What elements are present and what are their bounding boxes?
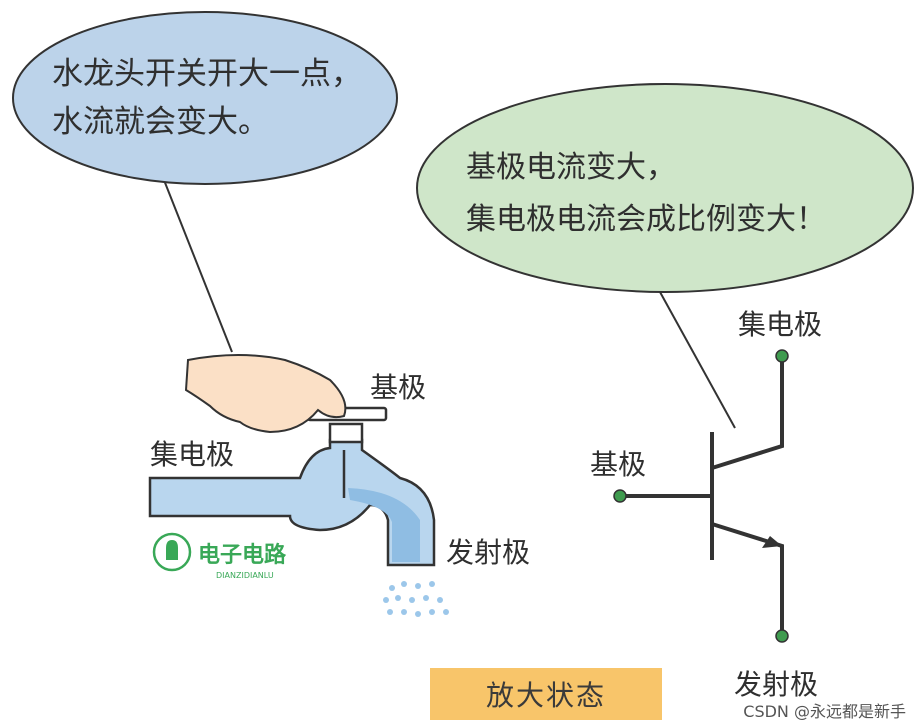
transistor-label-base: 基极	[590, 448, 646, 481]
logo-pinyin: DIANZIDIANLU	[216, 571, 274, 580]
transistor-symbol	[620, 356, 784, 636]
bubble-right-line2: 集电极电流会成比例变大！	[466, 202, 826, 237]
faucet-illustration: 基极 集电极 发射极	[148, 354, 530, 617]
transistor-label-emitter: 发射极	[734, 668, 818, 701]
bubble-right-pointer	[659, 291, 736, 429]
speech-bubble-left: 水龙头开关开大一点， 水流就会变大。	[12, 11, 398, 353]
watermark: CSDN @永远都是新手	[743, 702, 906, 721]
caption-text: 放大状态	[485, 679, 606, 712]
water-drops-icon	[383, 581, 449, 617]
water-flow	[348, 488, 420, 562]
logo-name: 电子电路	[198, 542, 287, 568]
faucet-body	[148, 438, 436, 567]
bubble-left-line1: 水龙头开关开大一点，	[52, 56, 362, 92]
valve-housing	[328, 422, 364, 444]
bubble-left-line2: 水流就会变大。	[52, 104, 269, 140]
faucet-label-emitter: 发射极	[446, 536, 530, 569]
bubble-left-ellipse	[12, 11, 398, 185]
transistor-collector-lead	[711, 356, 784, 470]
faucet-label-base: 基极	[370, 371, 426, 404]
bubble-left-pointer	[159, 169, 233, 353]
emitter-arrow-icon	[762, 536, 782, 548]
transistor-label-collector: 集电极	[738, 308, 822, 341]
caption-box	[430, 668, 662, 720]
hand-icon	[184, 354, 347, 434]
speech-bubble-right: 基极电流变大， 集电极电流会成比例变大！	[416, 83, 914, 429]
base-terminal-dot	[613, 489, 627, 503]
faucet-label-collector: 集电极	[150, 438, 234, 471]
logo-icon: 电子电路 DIANZIDIANLU	[152, 532, 287, 580]
collector-terminal-dot	[775, 349, 789, 363]
bubble-right-ellipse	[416, 83, 914, 293]
emitter-terminal-dot	[775, 629, 789, 643]
bubble-right-line1: 基极电流变大，	[466, 150, 676, 185]
